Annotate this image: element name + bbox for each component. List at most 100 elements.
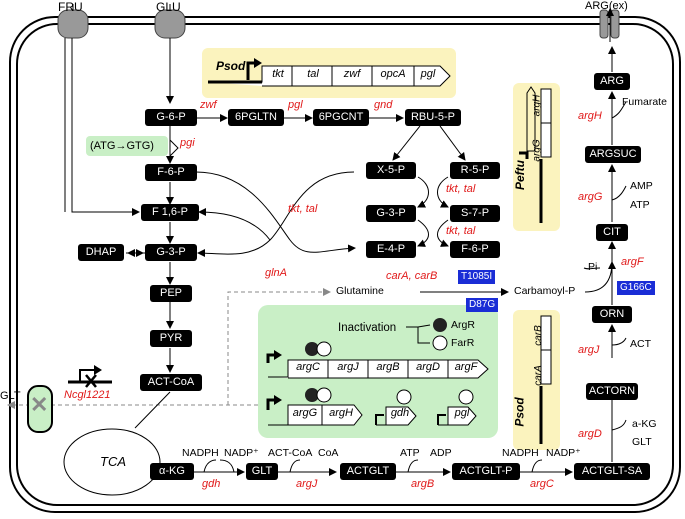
box-g3p: G-3-P	[145, 244, 197, 261]
fru-label: FRU	[58, 0, 83, 14]
cofactor-adp: ADP	[430, 447, 452, 459]
cofactor-coa: CoA	[318, 447, 339, 459]
peftu-gene-argG: argG	[531, 139, 543, 162]
box-f6p-ppp: F-6-P	[450, 241, 500, 258]
glt-exporter	[27, 385, 53, 433]
cofactor-carbamoylp: Carbamoyl-P	[514, 285, 576, 297]
pgi-mutation: (ATG→GTG)	[90, 140, 154, 152]
glu-label: GLU	[156, 0, 181, 14]
gene-opcA: opcA	[380, 68, 406, 80]
psod-car-promoter: Psod	[512, 397, 527, 427]
enzyme-gnd: gnd	[374, 99, 393, 111]
enzyme-ncgl1221: Ncgl1221	[64, 389, 111, 401]
box-pep: PEP	[150, 285, 192, 302]
box-glt: GLT	[246, 463, 278, 480]
peftu-gene-argH: argH	[531, 94, 543, 117]
cofactor-nadp-2: NADP⁺	[546, 447, 581, 459]
operon-gene-argC: argC	[296, 361, 320, 373]
peftu-panel	[513, 83, 560, 231]
cofactor-pi: Pi	[588, 261, 598, 273]
psod-car-panel	[513, 310, 560, 450]
operon2-gene-argG: argG	[292, 407, 318, 419]
ncgl-knockout-arrow	[68, 365, 112, 388]
box-x5p: X-5-P	[366, 162, 416, 179]
inactivation-operons	[266, 318, 489, 426]
cofactor-nadp-1: NADP⁺	[224, 447, 259, 459]
enzyme-pgl: pgl	[288, 99, 303, 111]
box-actgltsa: ACTGLT-SA	[574, 463, 650, 480]
box-dhap: DHAP	[78, 244, 124, 261]
box-r5p: R-5-P	[450, 162, 500, 179]
tca-label: TCA	[100, 454, 126, 469]
operon2-gene-argH: argH	[329, 407, 353, 419]
gene-tal: tal	[307, 68, 319, 80]
enzyme-argC: argC	[530, 478, 554, 490]
box-actorn: ACTORN	[586, 383, 638, 400]
psod-car-gene-carB: carB	[532, 325, 544, 346]
glu-transporter	[154, 9, 186, 39]
box-actcoa: ACT-CoA	[140, 374, 202, 391]
gene-pgl-box: pgl	[454, 407, 470, 419]
farR-label: FarR	[451, 337, 475, 349]
cofactor-nadph-1: NADPH	[182, 447, 219, 459]
box-6pgcnt: 6PGCNT	[313, 109, 369, 126]
cofactor-act: ACT	[630, 338, 651, 350]
box-pyr: PYR	[150, 330, 192, 347]
enzyme-argD: argD	[578, 428, 602, 440]
arg-ex-label: ARG(ex)	[585, 0, 628, 12]
psod-car-operon-arrow	[539, 315, 552, 444]
enzyme-tkt-tal-main: tkt, tal	[288, 203, 318, 215]
enzyme-argJ-1: argJ	[296, 478, 318, 490]
pgi-mutation-panel	[86, 136, 168, 156]
psod-car-gene-carA: carA	[532, 365, 544, 386]
operon-gene-argB: argB	[376, 361, 400, 373]
knockout-x-icon: ✕	[30, 392, 49, 417]
box-f16p: F 1,6-P	[141, 204, 199, 221]
argR-label: ArgR	[451, 319, 475, 331]
mutation-g166c: G166C	[617, 281, 655, 295]
enzyme-glnA: glnA	[265, 267, 288, 279]
box-actglt: ACTGLT	[340, 463, 396, 480]
cofactor-fumarate: Fumarate	[622, 96, 667, 108]
glt-export-label: GLT	[0, 390, 21, 402]
inactivation-label: Inactivation	[338, 322, 397, 334]
peftu-operon-arrow	[519, 86, 552, 223]
box-akg: α-KG	[150, 463, 194, 480]
enzyme-argJ-2: argJ	[578, 344, 600, 356]
box-s7p: S-7-P	[450, 205, 500, 222]
box-rbu5p: RBU-5-P	[405, 109, 461, 126]
box-g6p: G-6-P	[145, 109, 197, 126]
enzyme-tkt-tal-3: tkt, tal	[446, 225, 476, 237]
cofactor-atp-2: ATP	[630, 199, 650, 211]
cofactor-glt-2: GLT	[632, 436, 652, 448]
box-f6p: F-6-P	[145, 164, 197, 181]
mutation-t1085i: T1085I	[458, 270, 496, 284]
box-argsuc: ARGSUC	[585, 146, 641, 163]
enzyme-gdh: gdh	[202, 478, 221, 490]
box-orn: ORN	[592, 306, 632, 323]
box-g3p-ppp: G-3-P	[366, 205, 416, 222]
box-arg: ARG	[594, 73, 630, 90]
box-e4p: E-4-P	[366, 241, 416, 258]
gene-gdh: gdh	[390, 407, 410, 419]
gene-tkt: tkt	[272, 68, 284, 80]
operon-gene-argF: argF	[454, 361, 478, 373]
enzyme-argF: argF	[621, 256, 644, 268]
operon-gene-argJ: argJ	[337, 361, 359, 373]
cofactor-atp-1: ATP	[400, 447, 420, 459]
box-cit: CIT	[596, 224, 628, 241]
enzyme-argB: argB	[411, 478, 435, 490]
psod-top-promoter: Psod	[216, 59, 246, 73]
fru-transporter	[57, 9, 89, 39]
enzyme-zwf: zwf	[200, 99, 217, 111]
peftu-promoter: Peftu	[513, 160, 527, 190]
enzyme-pgi: pgi	[180, 137, 195, 149]
enzyme-argG: argG	[578, 191, 603, 203]
cofactor-nadph-2: NADPH	[502, 447, 539, 459]
cofactor-amp: AMP	[630, 180, 653, 192]
cofactor-akg-2: a-KG	[632, 418, 657, 430]
cofactor-glutamine: Glutamine	[336, 285, 384, 297]
enzyme-carAB: carA, carB	[386, 270, 438, 282]
